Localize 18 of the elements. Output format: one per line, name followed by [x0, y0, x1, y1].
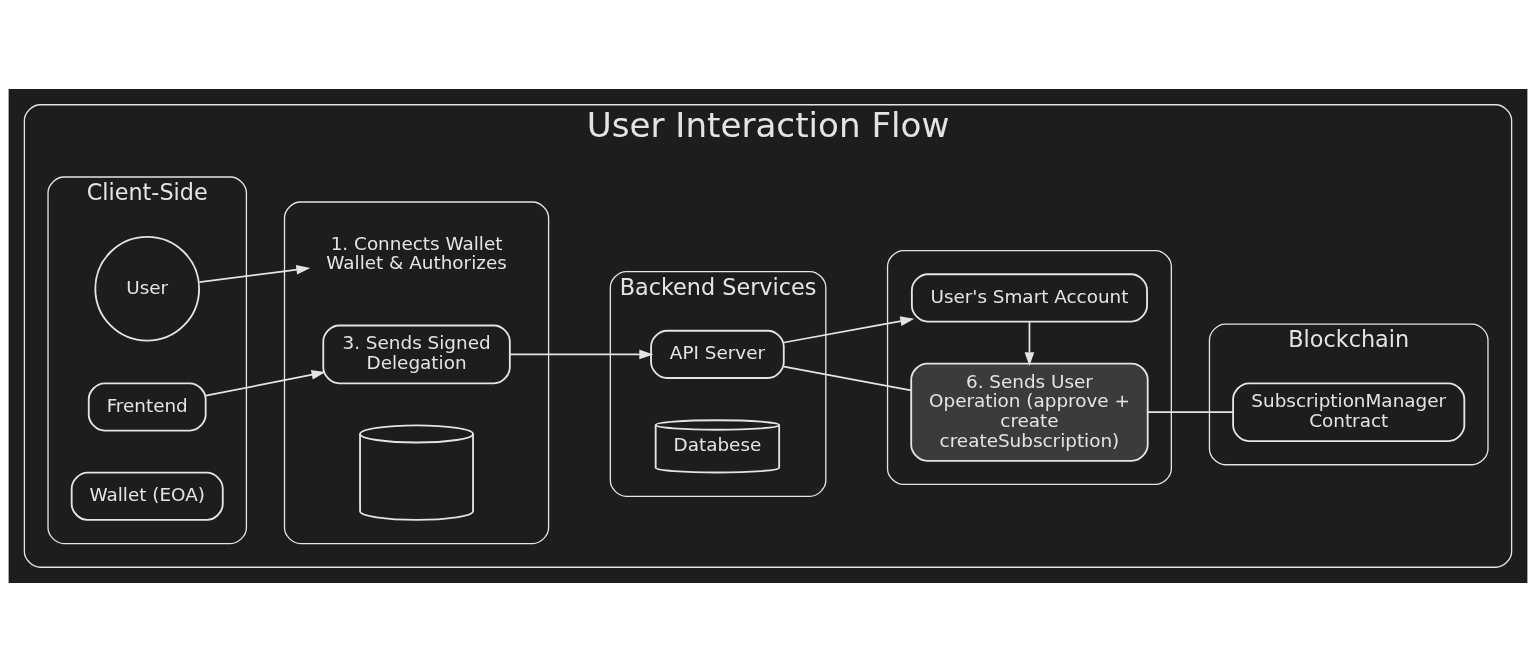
arrow	[509, 349, 654, 360]
node-box: Frentend	[87, 382, 207, 432]
cluster	[283, 201, 550, 545]
node-box: User's Smart Account	[910, 273, 1148, 323]
node-box: 3. Sends Signed Delegation	[322, 324, 511, 385]
arrow	[198, 264, 311, 284]
arrow	[1024, 321, 1035, 367]
connector	[783, 365, 912, 392]
node-box: Wallet (EOA)	[70, 471, 224, 521]
node-text: 1. Connects Wallet Wallet & Authorizes	[326, 232, 507, 274]
node-box: 6. Sends User Operation (approve + create createSubscription)	[910, 362, 1149, 462]
arrow	[783, 316, 915, 344]
node-box: API Server	[650, 329, 785, 379]
connector	[1146, 411, 1234, 414]
arrow	[204, 370, 326, 397]
cluster	[886, 249, 1172, 486]
node-box: SubscriptionManager Contract	[1232, 382, 1466, 443]
node-circle: User	[94, 235, 201, 342]
